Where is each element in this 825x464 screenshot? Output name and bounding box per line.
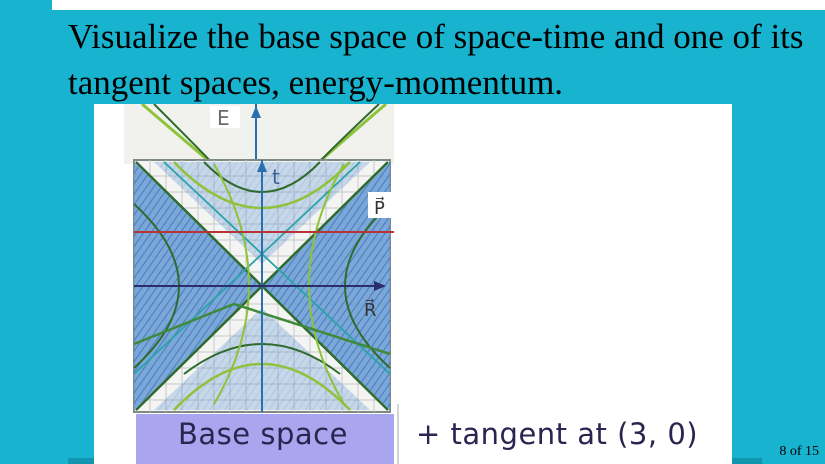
time-axis-arrow [257,160,267,172]
energy-grid-paper [124,104,394,164]
base-space-caption: Base space [178,417,348,451]
teal-cone-2 [133,161,361,375]
lower-green-diagonal [133,302,391,356]
momentum-label-box [368,192,402,218]
energy-axis-arrow [251,106,261,118]
position-axis-arrow [374,281,386,291]
slide-title-line-1: Visualize the base space of space-time a… [68,17,804,56]
base-space-caption-box [136,414,394,464]
energy-axis-label: E [217,106,230,130]
top-white-bar [52,0,825,10]
bottom-strip-right [732,458,762,464]
bottom-strip-left [68,458,94,464]
slide-title: Visualize the base space of space-time a… [68,14,808,106]
tangent-hyperbola-right [308,163,345,405]
time-axis-label: t [272,165,280,189]
energy-label-box [210,106,240,128]
caption-divider [397,404,399,464]
teal-cone-1 [163,161,391,375]
figure-panel: E [94,104,732,464]
position-axis-label: R⃗ [364,299,377,321]
slide-title-line-2: tangent spaces, energy-momentum. [68,63,564,102]
tangent-caption: + tangent at (3, 0) [416,417,699,451]
slide-page-indicator: 8 of 15 [779,444,819,459]
tangent-hyperbola-left [213,163,250,405]
spacetime-drawing: E [124,104,402,413]
momentum-axis-label: P⃗ [374,197,385,219]
